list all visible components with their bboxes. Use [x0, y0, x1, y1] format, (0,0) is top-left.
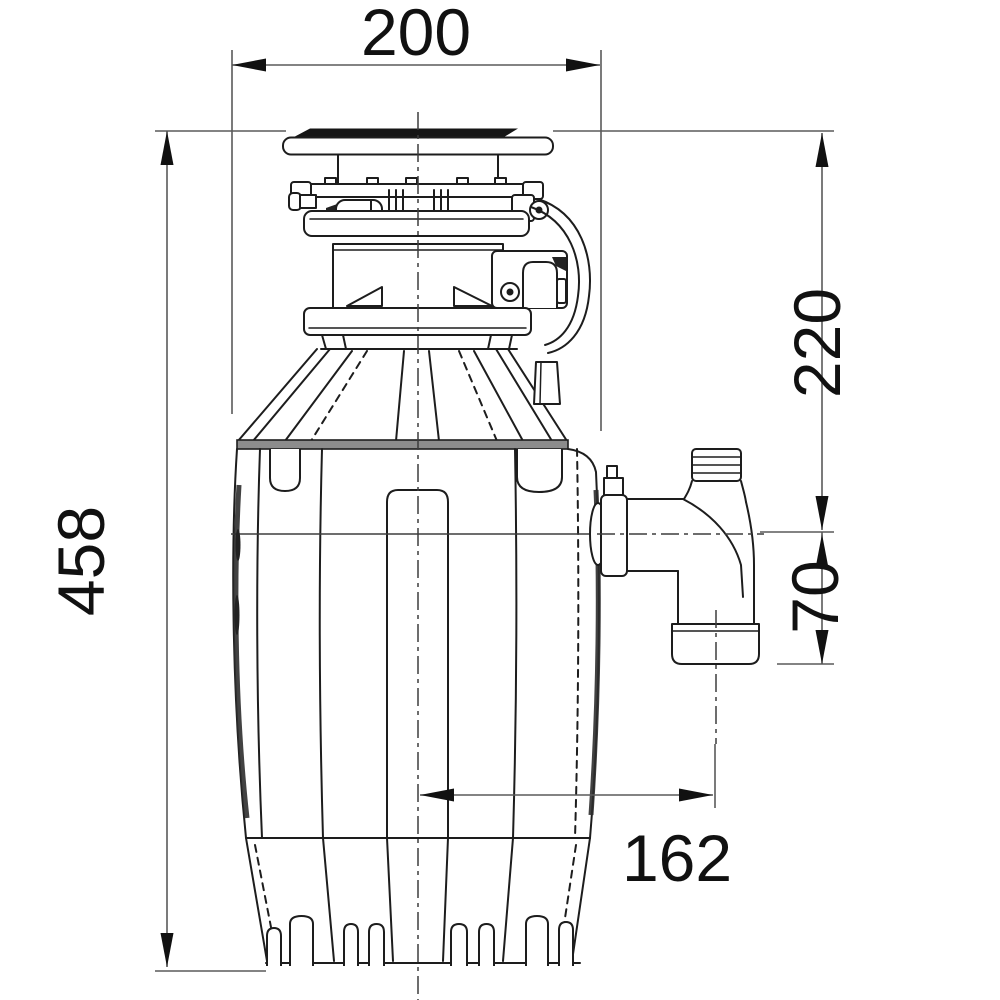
dimension-200-top: 200	[231, 0, 602, 431]
dimension-162-bottom: 162	[420, 744, 732, 895]
base-shell	[245, 837, 591, 966]
dishwasher-hose-barb	[691, 448, 742, 482]
centerlines	[417, 112, 764, 1000]
mounting-ring-assembly	[288, 177, 549, 237]
mounting-screw-left	[288, 192, 317, 211]
dim-label-200: 200	[361, 0, 471, 69]
electrical-box	[491, 250, 568, 309]
dimension-70-right: 70	[760, 531, 852, 665]
dimension-220-right: 220	[553, 130, 854, 530]
dimension-458-left: 458	[44, 130, 286, 972]
dim-label-70: 70	[778, 560, 852, 633]
dim-label-220: 220	[780, 288, 854, 398]
dim-label-458: 458	[44, 506, 118, 616]
power-cord-loop	[530, 198, 591, 354]
hopper	[237, 348, 568, 442]
outlet-elbow	[589, 448, 760, 665]
dim-label-162: 162	[622, 821, 732, 895]
grind-chamber-body	[231, 439, 601, 839]
